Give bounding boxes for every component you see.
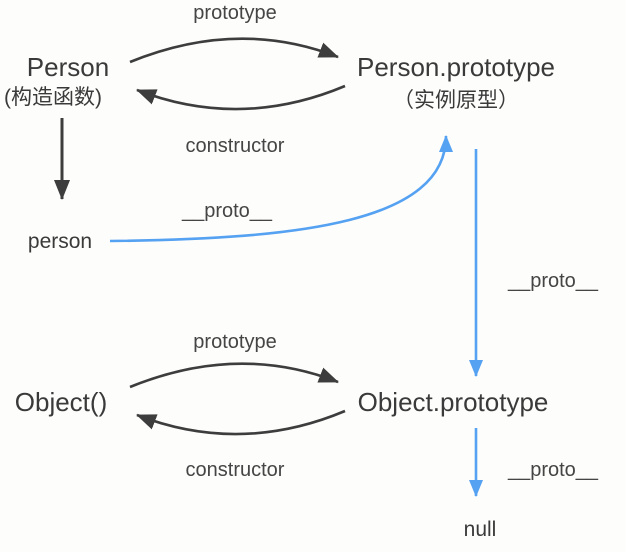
label-prototype-top: prototype bbox=[193, 2, 276, 24]
prototype-arrow-object bbox=[129, 362, 339, 389]
node-person-constructor: Person bbox=[27, 52, 109, 82]
node-object-constructor: Object() bbox=[15, 387, 107, 417]
label-constructor-top: constructor bbox=[186, 135, 285, 157]
proto-arrow-person-instance bbox=[109, 135, 453, 243]
constructor-arrow-person bbox=[136, 84, 346, 111]
node-null: null bbox=[464, 518, 497, 541]
constructor-arrow-object bbox=[136, 409, 346, 436]
label-proto-prototype-chain: __proto__ bbox=[507, 270, 599, 292]
label-proto-person-instance: __proto__ bbox=[181, 200, 273, 222]
node-person-prototype-sublabel: （实例原型） bbox=[393, 89, 519, 112]
node-person-instance: person bbox=[28, 230, 92, 253]
label-constructor-bottom: constructor bbox=[186, 459, 285, 481]
node-object-prototype: Object.prototype bbox=[358, 387, 549, 417]
label-prototype-bottom: prototype bbox=[193, 331, 276, 353]
node-person-constructor-sublabel: (构造函数) bbox=[4, 86, 102, 109]
node-person-prototype: Person.prototype bbox=[357, 52, 555, 82]
prototype-arrow-person bbox=[129, 37, 339, 64]
label-proto-null: __proto__ bbox=[507, 459, 599, 481]
